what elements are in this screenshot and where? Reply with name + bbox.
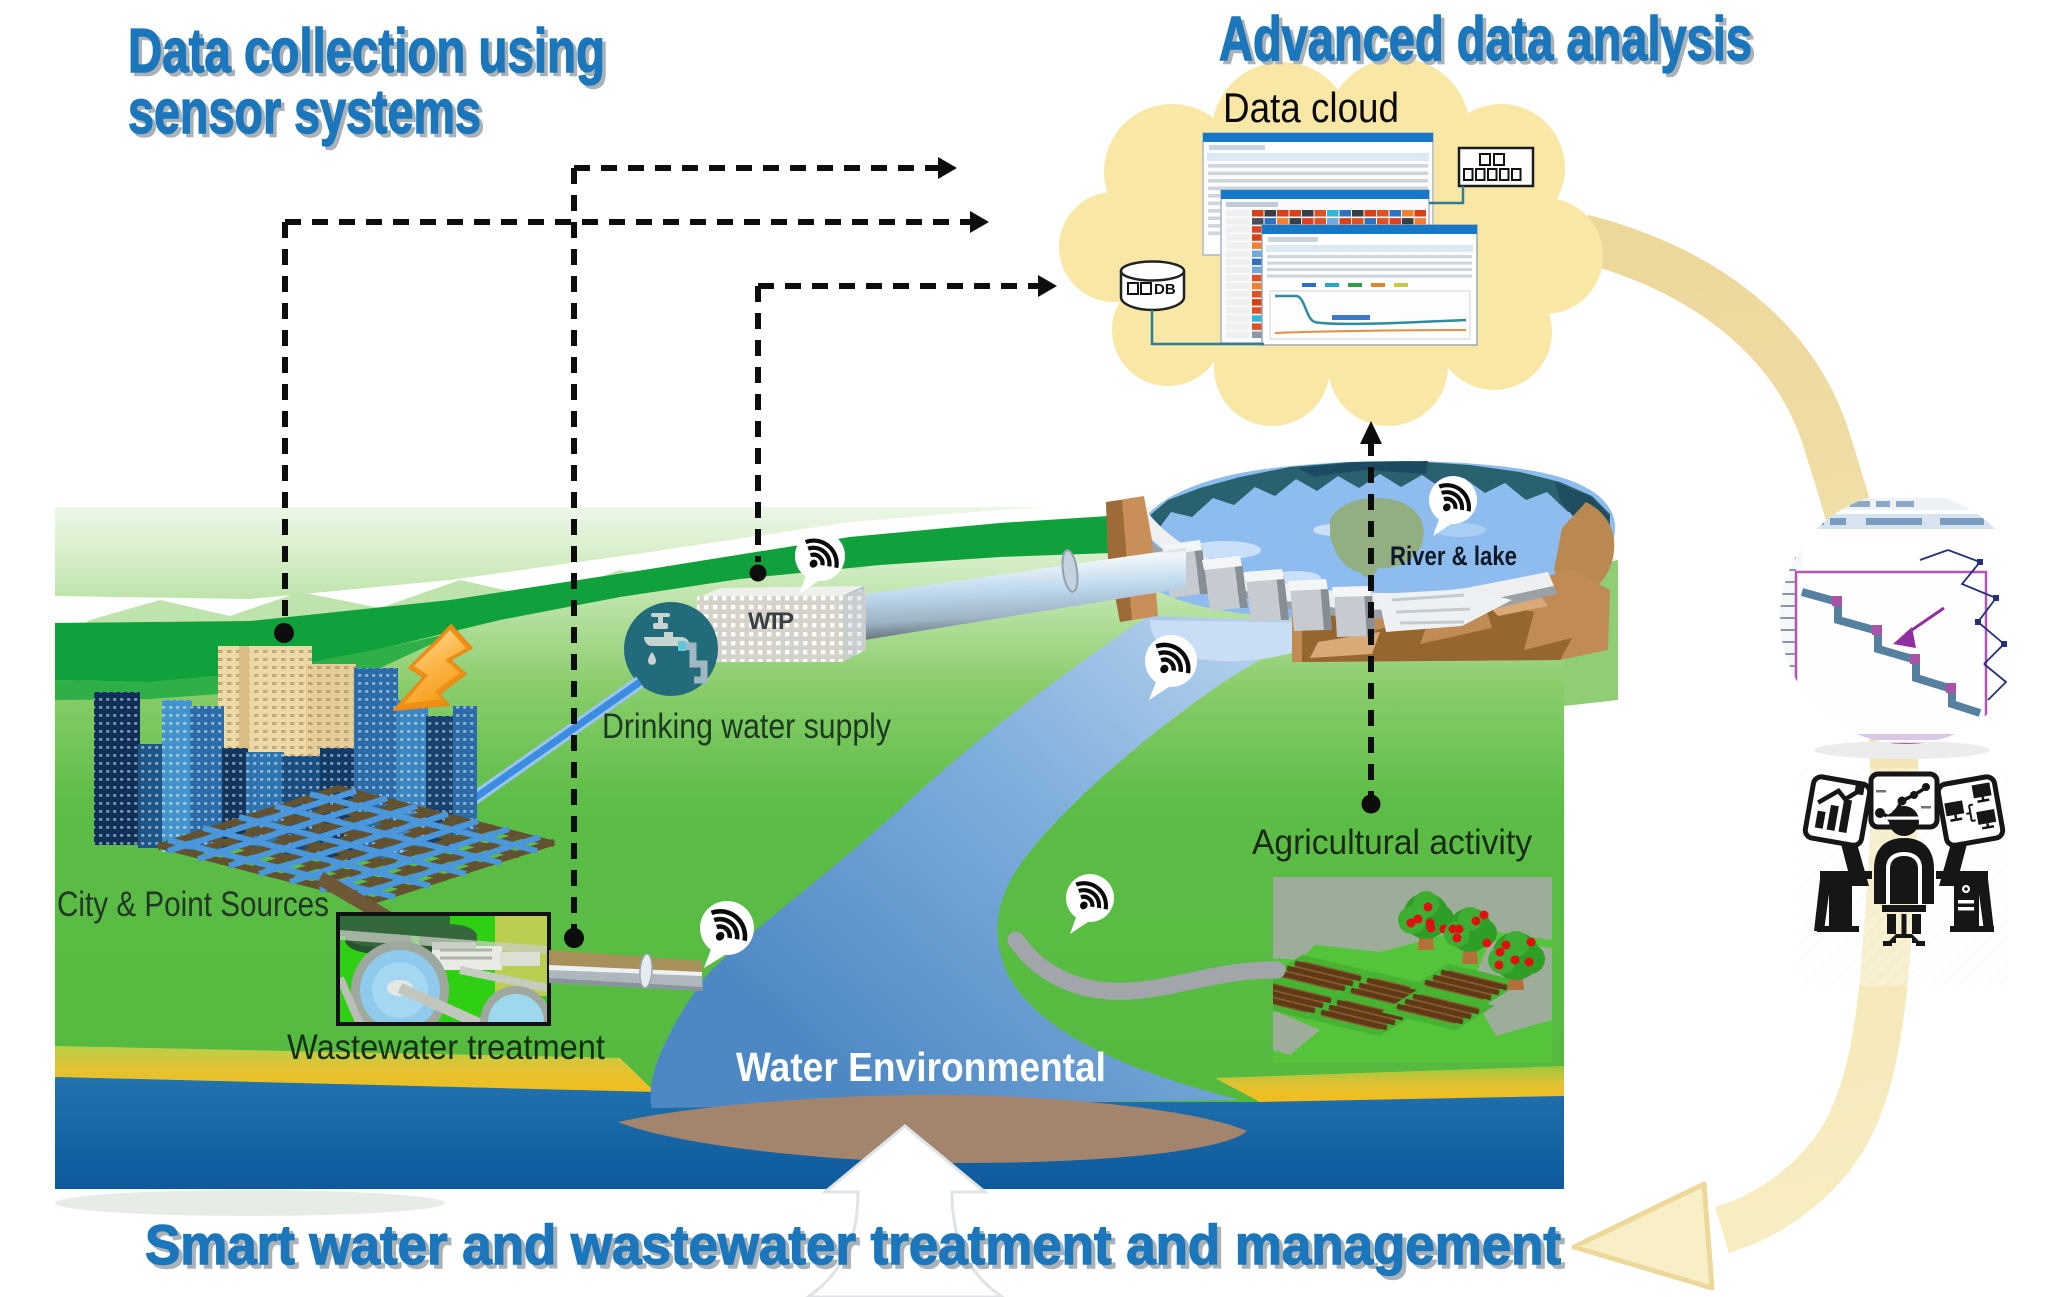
svg-text:Data cloud: Data cloud	[1223, 84, 1399, 131]
svg-text:Drinking water supply: Drinking water supply	[602, 707, 891, 746]
svg-text:Smart water and wastewater tre: Smart water and wastewater treatment and…	[145, 1213, 1561, 1276]
svg-text:Data collection using: Data collection using	[128, 17, 605, 86]
svg-text:Agricultural activity: Agricultural activity	[1252, 823, 1532, 862]
svg-text:Advanced data analysis: Advanced data analysis	[1219, 5, 1752, 74]
svg-text:Advanced data analysis: Advanced data analysis	[1223, 9, 1756, 78]
svg-text:River & lake: River & lake	[1390, 541, 1517, 571]
svg-text:sensor systems: sensor systems	[128, 78, 481, 147]
svg-text:Water Environmental: Water Environmental	[736, 1044, 1106, 1090]
svg-text:Smart water and wastewater tre: Smart water and wastewater treatment and…	[149, 1217, 1565, 1280]
svg-text:Data collection using: Data collection using	[132, 21, 609, 90]
svg-text:DB: DB	[1154, 281, 1176, 298]
svg-text:WTP: WTP	[748, 608, 794, 635]
svg-text:sensor systems: sensor systems	[132, 82, 485, 151]
svg-text:City & Point Sources: City & Point Sources	[57, 885, 329, 924]
svg-text:Wastewater treatment: Wastewater treatment	[287, 1028, 605, 1067]
